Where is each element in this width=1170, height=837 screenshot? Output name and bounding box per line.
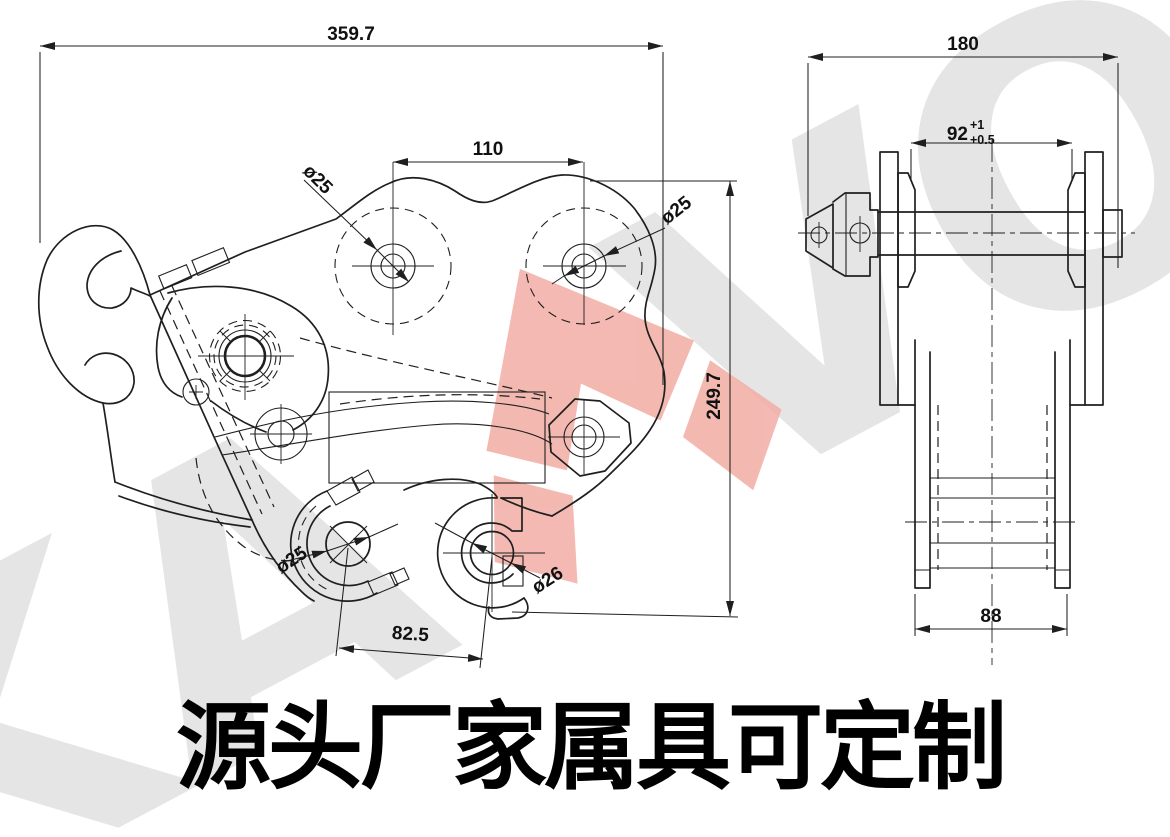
- front-view: 359.7 110 249.7 82.5 ø25: [37, 24, 739, 669]
- pivot-hole-cluster: [198, 314, 294, 400]
- dim-overall-width: 359.7: [39, 24, 664, 385]
- rear-jaw: [436, 494, 545, 620]
- lifting-hook: [37, 224, 253, 528]
- pin-end-tab: [1102, 209, 1123, 258]
- dim-inner-width-tol-lower: +0.5: [970, 133, 995, 147]
- bolt-circle: [182, 378, 210, 406]
- latch-arm-curve-2: [221, 423, 553, 456]
- dim-bottom-width-label: 88: [980, 606, 1001, 627]
- body-bottom-left-edge: [251, 519, 315, 602]
- dim-side-overall-width: 180: [807, 34, 1119, 268]
- edge-tab-2: [191, 246, 231, 277]
- leader-hole-left: ø25: [298, 161, 410, 283]
- caption-text: 源头厂家属具可定制: [176, 693, 1007, 803]
- hidden-left-edge-1: [159, 290, 263, 515]
- hidden-left-edge-2: [171, 285, 275, 508]
- hidden-lower-contour: [195, 457, 301, 562]
- dim-side-overall-width-label: 180: [947, 34, 979, 55]
- mid-right-hole: [548, 400, 620, 474]
- hidden-latch-curve-1: [339, 394, 541, 405]
- edge-tab-1: [157, 263, 193, 290]
- body-top-right-edge: [149, 174, 666, 517]
- dim-bottom-width: 88: [914, 594, 1068, 636]
- side-view: 180 92 +1 +0.5 88: [798, 34, 1135, 665]
- lower-fork: [897, 339, 1086, 589]
- watermark-letters-right: VO: [550, 0, 1170, 590]
- top-hole-right: [525, 162, 643, 325]
- front-jaw: [289, 469, 410, 602]
- hidden-latch-curve-2: [299, 337, 553, 399]
- boss-blob-outline: [167, 285, 330, 431]
- dim-hole-left-label: ø25: [298, 161, 336, 199]
- latch-arm-curve-1: [214, 400, 550, 438]
- dim-overall-height: 249.7: [511, 180, 739, 618]
- dim-inner-width-tol-upper: +1: [970, 118, 984, 132]
- right-boss-outline: [548, 398, 632, 477]
- dim-jaw-spacing-label: 82.5: [391, 623, 430, 647]
- left-boss: [897, 172, 916, 288]
- right-boss: [1067, 172, 1086, 288]
- dim-hole-spacing: 110: [393, 139, 583, 166]
- dim-hole-spacing-label: 110: [473, 139, 504, 160]
- dim-overall-height-label: 249.7: [704, 372, 725, 420]
- dim-inner-width-label: 92: [947, 124, 968, 145]
- dim-overall-width-label: 359.7: [327, 24, 375, 45]
- jaw-bridge: [403, 478, 498, 498]
- dim-inner-width: 92 +1 +0.5: [910, 118, 1073, 180]
- body-left-edge: [149, 294, 253, 521]
- top-hole-left: [334, 162, 452, 335]
- dim-jaw-spacing: 82.5: [335, 547, 493, 669]
